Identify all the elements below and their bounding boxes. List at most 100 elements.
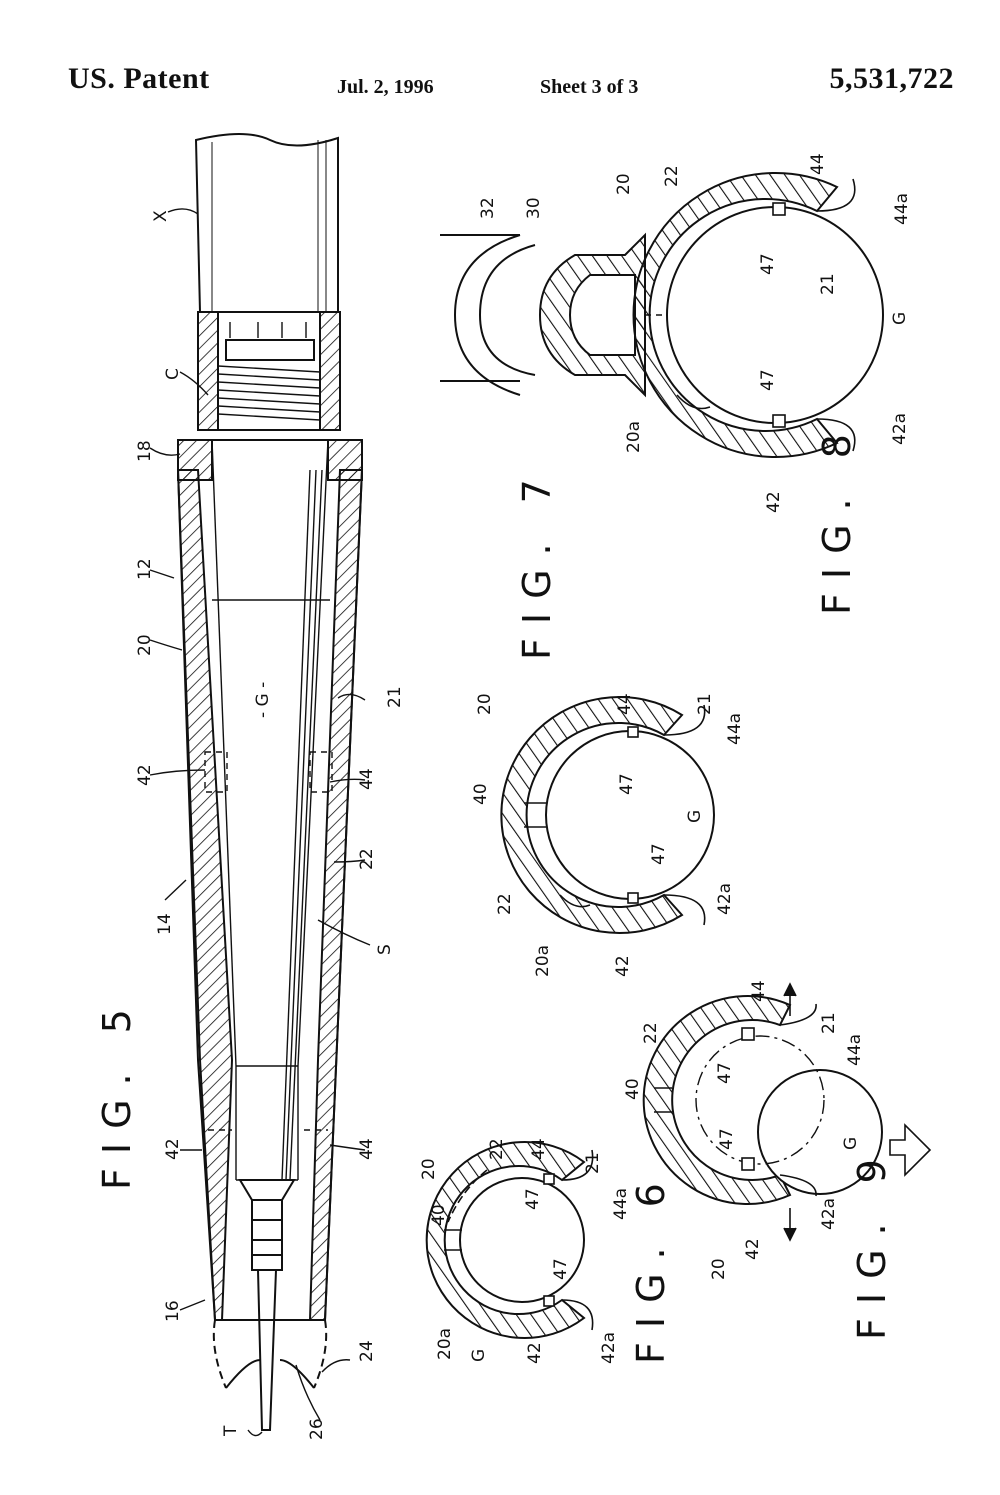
fig7-label-21: 21 (695, 693, 715, 715)
fig5-label-24: 24 (357, 1340, 377, 1362)
fig6-label-40: 40 (429, 1204, 449, 1226)
fig6-hosel-g (459, 1177, 585, 1303)
fig9-label-47a: 47 (715, 1062, 735, 1084)
fig7-label-44: 44 (615, 693, 635, 715)
tip-ferrule (212, 1179, 328, 1431)
fig9-push-arrow-icon (889, 1123, 932, 1177)
fig9-label-g: G (841, 1137, 861, 1150)
fig6-label-42: 42 (525, 1342, 545, 1364)
fig7-labels: 20 44 21 44a 40 47 G 47 22 20a 42 42a (471, 693, 745, 977)
figure-6: 20 22 44 21 40 47 44a 47 20a G 42 42a FI… (419, 1138, 673, 1364)
fig5-label-g: - G - (253, 682, 273, 718)
figure-5: X C 18 12 20 42 14 42 16 T 26 24 44 S 22… (95, 133, 405, 1440)
fig5-labels: X C 18 12 20 42 14 42 16 T 26 24 44 S 22… (95, 210, 405, 1440)
fig8-label-22: 22 (662, 165, 682, 187)
fig5-label-26: 26 (307, 1418, 327, 1440)
fig6-label-42a: 42a (599, 1332, 619, 1364)
fig5-label-12: 12 (135, 558, 155, 580)
fig7-sleeve-wall (500, 696, 684, 934)
threaded-coupling-c (197, 311, 341, 431)
patent-date: Jul. 2, 1996 (337, 76, 434, 98)
fig6-label-21: 21 (583, 1152, 603, 1174)
fig8-label-20: 20 (614, 173, 634, 195)
fig9-label-21: 21 (819, 1012, 839, 1034)
fig6-labels: 20 22 44 21 40 47 44a 47 20a G 42 42a FI… (419, 1138, 673, 1364)
fig7-label-g: G (685, 810, 705, 823)
fig9-label-47b: 47 (717, 1128, 737, 1150)
fig5-label-x: X (151, 210, 171, 222)
fig9-label-42: 42 (743, 1238, 763, 1260)
fig9-original-position (695, 1035, 825, 1165)
figure-7: 20 44 21 44a 40 47 G 47 22 20a 42 42a (471, 693, 745, 977)
fig9-title: FIG. 9 (850, 1145, 894, 1340)
fig6-label-47a: 47 (523, 1188, 543, 1210)
fig8-label-30: 30 (524, 197, 544, 219)
fig7-label-42a: 42a (715, 883, 735, 915)
fig5-label-21: 21 (385, 686, 405, 708)
fig5-label-18: 18 (135, 440, 155, 462)
fig8-title: FIG. 8 (815, 420, 859, 615)
fig8-label-47b: 47 (758, 369, 778, 391)
fig6-sleeve-wall (425, 1141, 586, 1339)
fig9-label-44a: 44a (845, 1034, 865, 1066)
fig9-arrow-up-icon (783, 982, 797, 997)
fig8-label-g: G (890, 312, 910, 325)
fig6-label-20a: 20a (435, 1328, 455, 1360)
fig8-label-32: 32 (478, 197, 498, 219)
fig9-label-42a: 42a (819, 1198, 839, 1230)
fig5-label-s: S (375, 944, 395, 955)
fig8-label-47a: 47 (758, 253, 778, 275)
fig5-label-c: C (163, 368, 183, 380)
fig9-arrow-down-icon (783, 1227, 797, 1242)
fig7-label-47b: 47 (649, 843, 669, 865)
fig7-label-47a: 47 (617, 773, 637, 795)
fig8-labels: 32 30 20 22 44 44a 47 21 G 47 20a 42 42a (478, 153, 912, 513)
fig9-labels: 22 44 21 44a 40 47 47 G 42 42a 20 (623, 980, 865, 1280)
fig7-label-22: 22 (495, 893, 515, 915)
fig7-label-42: 42 (613, 955, 633, 977)
fig6-label-20: 20 (419, 1158, 439, 1180)
fig6-title: FIG. 6 (629, 1169, 673, 1364)
patent-label: US. Patent (68, 62, 210, 95)
fig8-label-42a: 42a (890, 413, 910, 445)
patent-number: 5,531,722 (829, 62, 954, 95)
fig5-label-20: 20 (135, 634, 155, 656)
fig7-label-20a: 20a (533, 945, 553, 977)
fig9-label-22: 22 (641, 1022, 661, 1044)
fig5-label-14: 14 (155, 913, 175, 935)
fig7-label-20: 20 (475, 693, 495, 715)
fig9-label-40: 40 (623, 1078, 643, 1100)
fig5-label-44a: 44 (357, 768, 377, 790)
fig7-label-44a: 44a (725, 713, 745, 745)
fig7-label-40: 40 (471, 783, 491, 805)
fig5-label-44b: 44 (357, 1138, 377, 1160)
fig8-label-44a: 44a (892, 193, 912, 225)
fig9-label-44: 44 (749, 980, 769, 1002)
fig9-label-20: 20 (709, 1258, 729, 1280)
fig5-label-t: T (221, 1425, 241, 1437)
figure-8: 32 30 20 22 44 44a 47 21 G 47 20a 42 42a (440, 153, 912, 513)
fig8-sleeve-wall (632, 172, 839, 458)
fig8-label-20a: 20a (624, 421, 644, 453)
fig8-label-42: 42 (764, 491, 784, 513)
fig5-leader-lines (149, 208, 371, 1437)
fig5-label-16: 16 (163, 1300, 183, 1322)
fig5-label-22: 22 (357, 848, 377, 870)
fig6-label-44a: 44a (611, 1188, 631, 1220)
fig5-title: FIG. 5 (95, 995, 139, 1190)
fig9-sleeve-wall (642, 995, 792, 1205)
sheet-number: Sheet 3 of 3 (540, 76, 639, 98)
fig6-label-44: 44 (529, 1138, 549, 1160)
fig5-label-42a: 42 (135, 764, 155, 786)
tapered-adapter-body (176, 439, 364, 1321)
fig8-support-stem (440, 232, 646, 398)
figure-9: 22 44 21 44a 40 47 47 G 42 42a 20 (623, 980, 932, 1280)
fig6-label-g: G (469, 1349, 489, 1362)
fig6-label-47b: 47 (551, 1258, 571, 1280)
fig8-label-21: 21 (818, 273, 838, 295)
fig5-label-42b: 42 (163, 1138, 183, 1160)
fig6-label-22: 22 (487, 1138, 507, 1160)
fig8-label-44: 44 (808, 153, 828, 175)
fig9-hosel-g (757, 1069, 883, 1195)
